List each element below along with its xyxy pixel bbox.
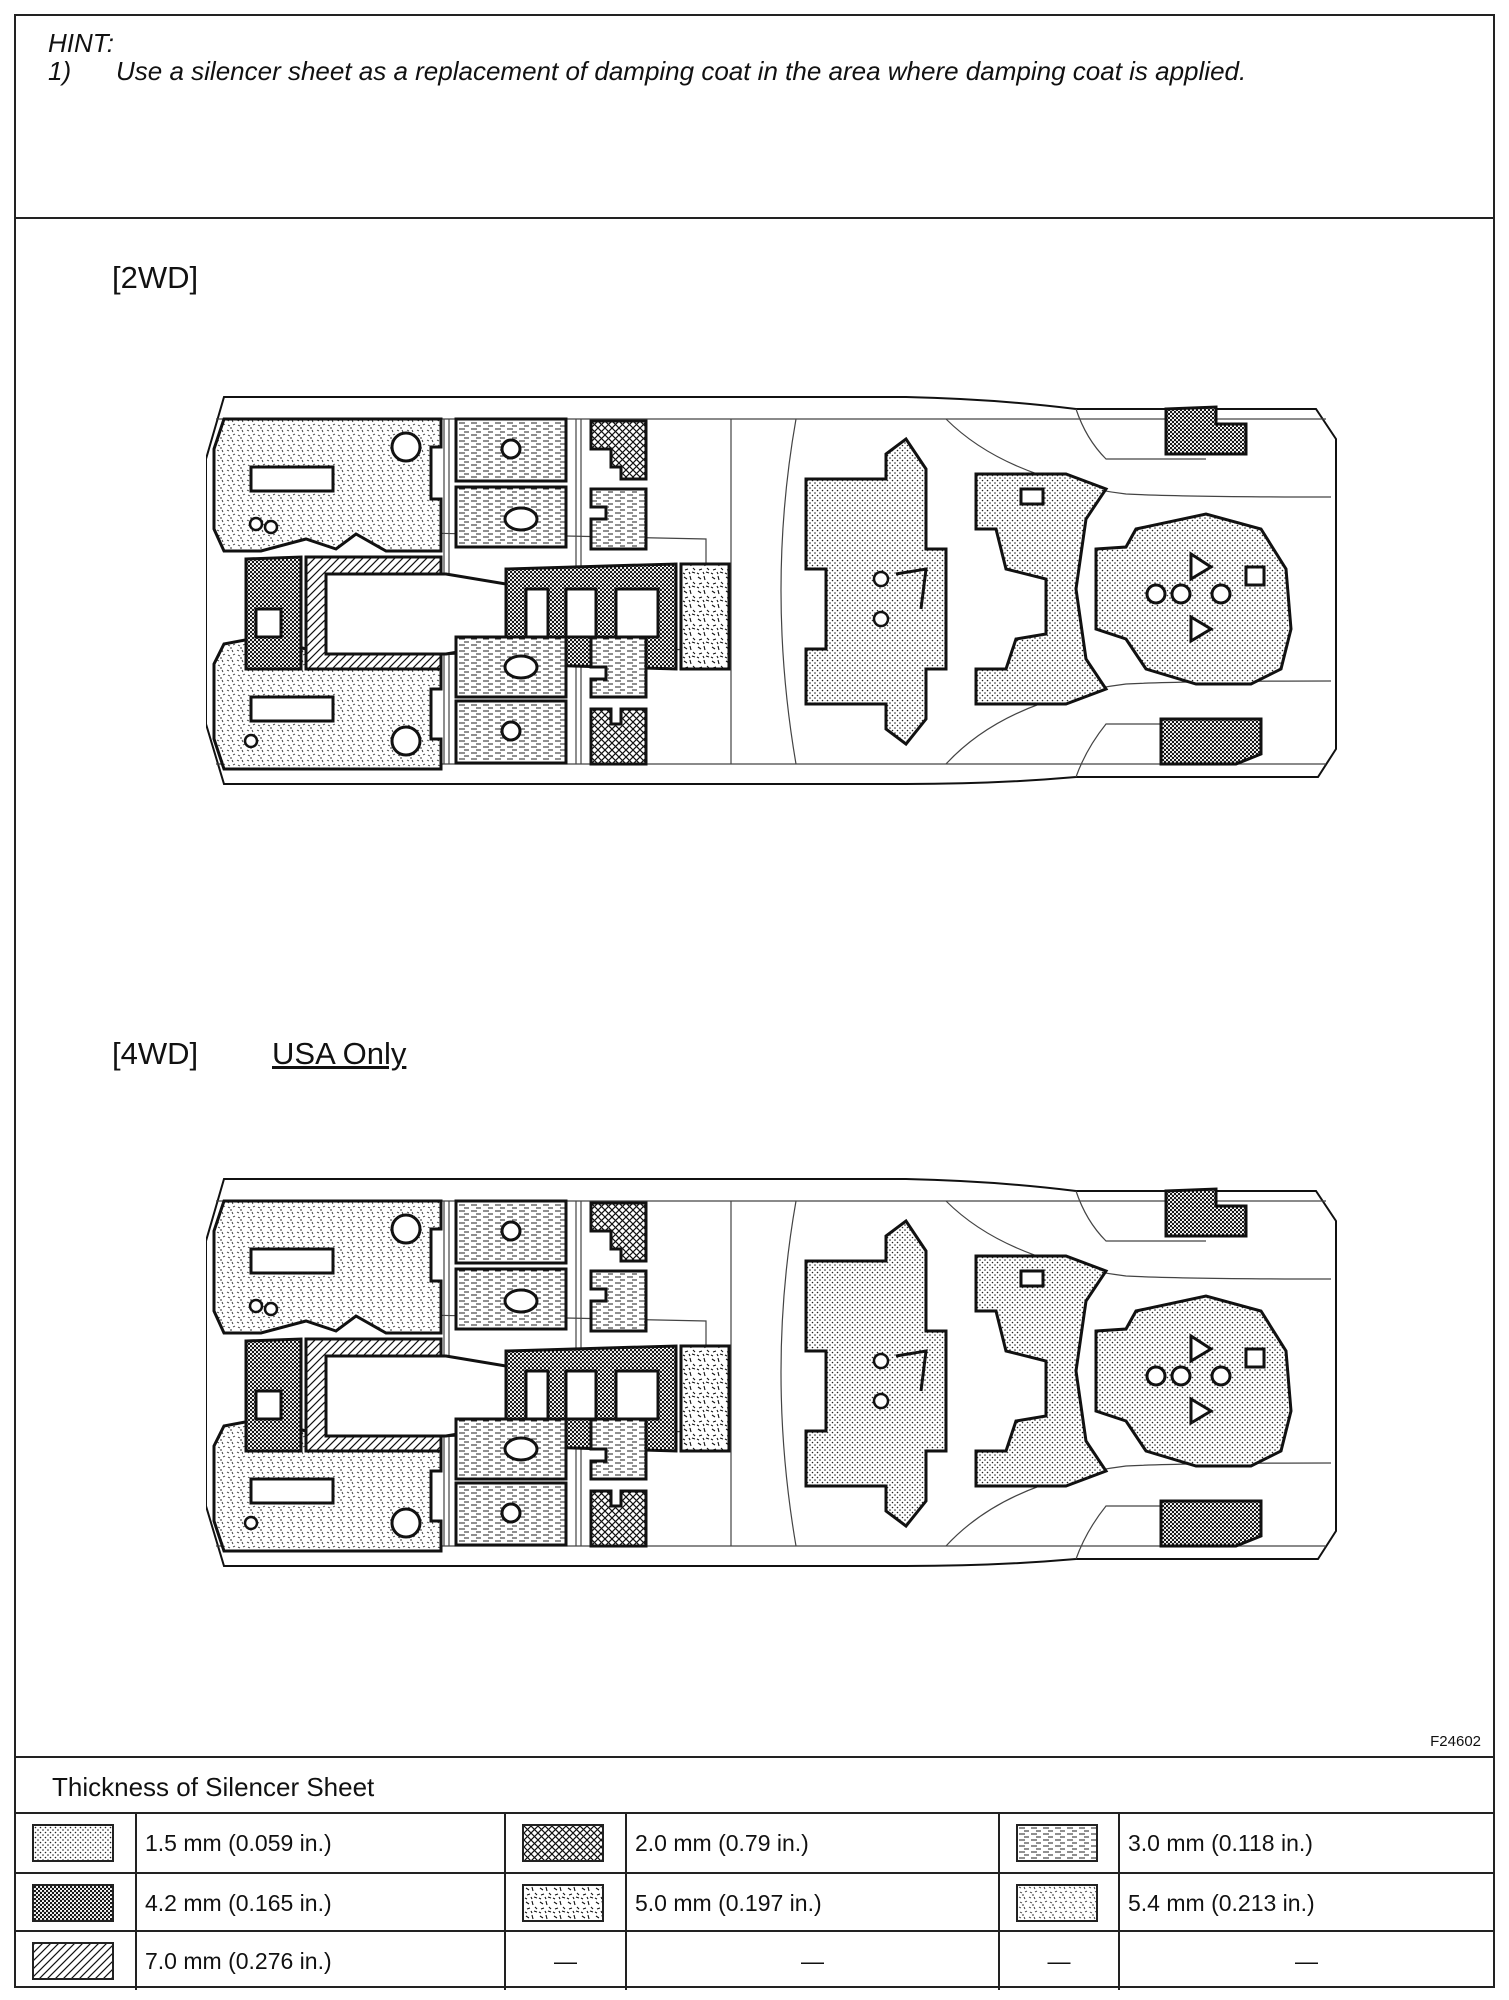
legend-empty: — [1295,1948,1318,1974]
legend-label: 3.0 mm (0.118 in.) [1128,1830,1313,1856]
legend-empty: — [627,1932,1000,1990]
figure-code: F24602 [1430,1733,1481,1750]
legend-empty: — [506,1932,627,1990]
hint-text: Use a silencer sheet as a replacement of… [116,56,1247,86]
section-label-2wd: [2WD] [112,260,199,295]
floor-diagram-4wd [206,1177,1338,1568]
legend-row: 1.5 mm (0.059 in.) 2.0 mm (0.79 in.) 3.0… [16,1814,1493,1872]
swatch-5-4mm [1016,1884,1098,1922]
hint-number: 1) [48,56,72,86]
legend-row: 4.2 mm (0.165 in.) 5.0 mm (0.197 in.) 5.… [16,1872,1493,1932]
floor-diagram-2wd [206,395,1338,786]
usa-only-note: USA Only [272,1036,407,1071]
legend-label: 5.0 mm (0.197 in.) [627,1874,1000,1932]
legend-label: 1.5 mm (0.059 in.) [137,1814,506,1872]
hint-title: HINT: [48,28,114,58]
swatch-5-0mm [522,1884,604,1922]
swatch-2-0mm [522,1824,604,1862]
legend-label: 5.4 mm (0.213 in.) [1128,1890,1315,1916]
legend-swatch-cell [16,1874,137,1932]
legend-swatch-cell [16,1814,137,1872]
page-frame: HINT: 1) Use a silencer sheet as a repla… [14,14,1495,1990]
legend-swatch-cell [1000,1874,1120,1932]
swatch-4-2mm [32,1884,114,1922]
legend-label: 2.0 mm (0.79 in.) [627,1814,1000,1872]
legend-swatch-cell [1000,1814,1120,1872]
legend-empty: — [1000,1932,1120,1990]
legend-grid: 1.5 mm (0.059 in.) 2.0 mm (0.79 in.) 3.0… [16,1812,1493,1990]
legend-label: 7.0 mm (0.276 in.) [137,1932,506,1990]
legend-swatch-cell [16,1932,137,1990]
legend-row: 7.0 mm (0.276 in.) — — — — [16,1930,1493,1990]
legend-swatch-cell [506,1874,627,1932]
legend-title: Thickness of Silencer Sheet [52,1772,375,1802]
legend-swatch-cell [506,1814,627,1872]
swatch-1-5mm [32,1824,114,1862]
swatch-7-0mm [32,1942,114,1980]
swatch-3-0mm [1016,1824,1098,1862]
legend: Thickness of Silencer Sheet 1.5 mm (0.05… [16,1756,1493,1990]
legend-label: 4.2 mm (0.165 in.) [137,1874,506,1932]
hint-section: HINT: 1) Use a silencer sheet as a repla… [16,16,1493,219]
section-label-4wd: [4WD] [112,1036,199,1071]
